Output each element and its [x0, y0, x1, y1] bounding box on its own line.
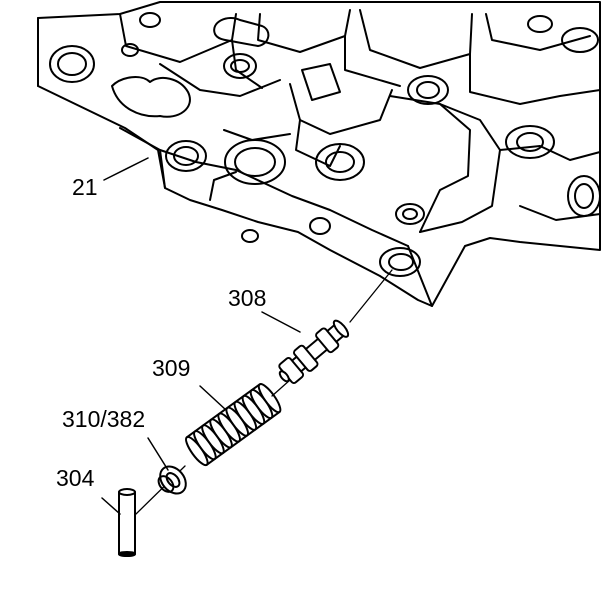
callout-310-382: 310/382 [62, 406, 146, 432]
leader-line-21 [103, 157, 149, 181]
callout-309: 309 [152, 355, 191, 381]
leader-line-309 [199, 385, 227, 411]
callout-21: 21 [72, 174, 98, 200]
leader-line-310-382 [147, 437, 169, 471]
assembly-axis-line-lower [271, 379, 291, 397]
retainer-310-382 [157, 465, 187, 495]
spring-309 [185, 383, 282, 467]
leader-line-308 [261, 311, 301, 333]
callout-308: 308 [228, 285, 267, 311]
valve-308 [278, 319, 350, 384]
pin-304 [118, 488, 136, 557]
valve-body-casting [37, 1, 601, 307]
assembly-axis-line [349, 269, 393, 323]
callout-304: 304 [56, 465, 95, 491]
leader-line-304 [101, 497, 121, 515]
